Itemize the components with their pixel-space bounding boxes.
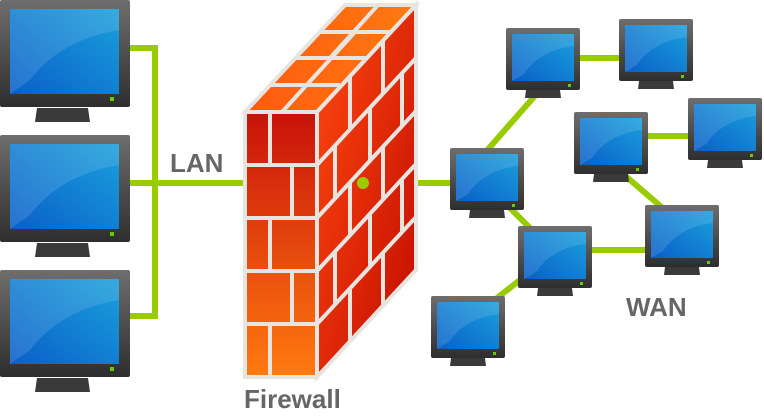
wan-pc-7-monitor-icon [645,205,719,275]
wan-pc-1-monitor-icon [506,28,580,98]
wan-link [507,205,533,231]
wan-pc-6-monitor-icon [518,226,592,296]
lan-links [130,45,248,319]
wan-pc-2-monitor-icon [619,19,693,89]
lan-pc-2-monitor-icon [0,135,130,257]
firewall [240,0,421,383]
wan-pc-3-monitor-icon [574,112,648,182]
lan-label: LAN [170,148,224,178]
wan-link [480,88,543,157]
wan-link [495,277,522,301]
firewall-front [243,110,319,379]
wan-pc-8-monitor-icon [431,296,505,366]
wan-pc-5-monitor-icon [450,148,524,218]
wan-nodes [431,19,762,366]
wan-label: WAN [626,292,687,322]
lan-nodes [0,0,130,392]
lan-pc-1-monitor-icon [0,0,130,122]
wan-link [620,170,667,213]
wan-pc-4-monitor-icon [688,98,762,168]
firewall-port [357,177,369,189]
lan-pc-3-monitor-icon [0,270,130,392]
firewall-label: Firewall [244,384,341,414]
